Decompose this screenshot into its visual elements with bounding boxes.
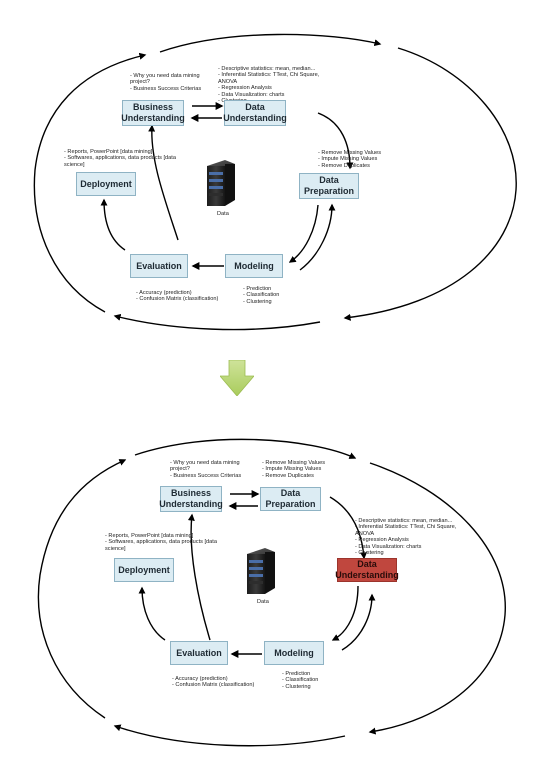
outer-cycle-arrow-left — [33, 52, 147, 313]
box-data-understanding: Data Understanding — [335, 558, 399, 582]
arrow-evaluation-to-business — [148, 124, 179, 241]
arrow-prep-to-modeling — [288, 204, 319, 263]
box-deployment: Deployment — [76, 172, 136, 196]
note-data-preparation: - Remove Missing Values - Impute Missing… — [262, 460, 326, 479]
arrow-evaluation-to-business — [187, 513, 211, 641]
outer-cycle-arrow-bottom — [113, 313, 321, 331]
outer-cycle-arrow-top — [159, 33, 382, 53]
box-evaluation: Evaluation — [130, 254, 188, 278]
note-deployment: - Reports, PowerPoint [data mining] - So… — [64, 149, 176, 168]
note-deployment: - Reports, PowerPoint [data mining] - So… — [105, 533, 217, 552]
arrow-data-understanding-to-modeling — [331, 585, 359, 641]
arrow-modeling-to-data-understanding — [341, 593, 376, 651]
down-arrow-icon — [220, 360, 254, 396]
arrow-evaluation-to-deployment — [100, 198, 126, 251]
box-deployment: Deployment — [114, 558, 174, 582]
box-data-understanding: Data Understanding — [223, 100, 287, 126]
box-modeling: Modeling — [264, 641, 324, 665]
outer-cycle-arrow-right — [343, 47, 517, 321]
arrow-evaluation-to-deployment — [138, 586, 166, 641]
arrow-modeling-to-prep — [299, 203, 336, 271]
arrow-data-understanding-to-prep — [317, 112, 354, 170]
note-business: - Why you need data mining project? - Bu… — [170, 460, 242, 479]
server-icon — [247, 548, 275, 594]
top-arrows-layer — [33, 33, 517, 331]
note-evaluation: - Accuracy (prediction) - Confusion Matr… — [136, 290, 219, 303]
note-data-understanding: - Descriptive statistics: mean, median..… — [218, 66, 320, 105]
box-evaluation: Evaluation — [170, 641, 228, 665]
note-evaluation: - Accuracy (prediction) - Confusion Matr… — [172, 676, 255, 689]
outer-cycle-arrow-top — [134, 438, 357, 459]
bottom-arrows-layer — [37, 438, 506, 747]
note-business: - Why you need data mining project? - Bu… — [130, 73, 202, 92]
crisp-dm-diagram-modified: - Why you need data mining project? - Bu… — [0, 400, 540, 770]
server-label: Data — [217, 211, 229, 217]
box-data-preparation: Data Preparation — [260, 487, 321, 511]
note-modeling: - Prediction - Classification - Clusteri… — [282, 671, 319, 690]
outer-cycle-arrow-bottom — [113, 724, 346, 747]
arrow-prep-to-data-understanding — [329, 496, 368, 560]
box-business-understanding: Business Understanding — [121, 100, 185, 126]
crisp-dm-diagram-original: - Why you need data mining project? - Bu… — [0, 0, 540, 350]
box-data-preparation: Data Preparation — [299, 173, 359, 199]
box-business-understanding: Business Understanding — [159, 486, 223, 512]
note-modeling: - Prediction - Classification - Clusteri… — [243, 286, 280, 305]
outer-cycle-arrow-right — [368, 462, 506, 735]
box-modeling: Modeling — [225, 254, 283, 278]
note-data-preparation: - Remove Missing Values - Impute Missing… — [318, 150, 382, 169]
server-label: Data — [257, 599, 269, 605]
outer-cycle-arrow-left — [37, 459, 127, 719]
server-icon — [207, 160, 235, 206]
note-data-understanding: - Descriptive statistics: mean, median..… — [355, 518, 457, 557]
